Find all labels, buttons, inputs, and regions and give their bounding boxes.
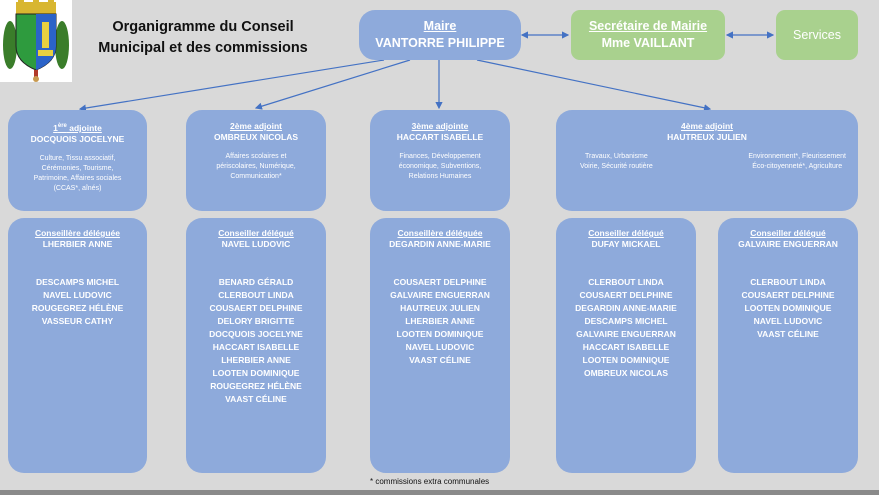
commission-member: ROUGEGREZ HÉLÈNE bbox=[210, 381, 302, 391]
commission-box-4[interactable]: Conseiller délégué DUFAY MICKAEL CLERBOU… bbox=[556, 218, 696, 473]
commission-member: LHERBIER ANNE bbox=[221, 355, 291, 365]
deputy-role: 4ème adjoint bbox=[681, 121, 733, 131]
commission-member: GALVAIRE ENGUERRAN bbox=[390, 290, 490, 300]
commission-member: COUSAERT DELPHINE bbox=[393, 277, 487, 287]
connector-mayor-deputy-2 bbox=[254, 59, 411, 110]
commission-members: CLERBOUT LINDA COUSAERT DELPHINE DEGARDIN … bbox=[556, 276, 696, 380]
services-box[interactable]: Services bbox=[776, 10, 858, 60]
deputy-box-1[interactable]: 1ère adjointe DOCQUOIS JOCELYNE Culture,… bbox=[8, 110, 147, 211]
deputy-role: 2ème adjoint bbox=[230, 121, 282, 131]
deputy-box-4[interactable]: 4ème adjoint HAUTREUX JULIEN Travaux, Ur… bbox=[556, 110, 858, 211]
commission-role: Conseillère déléguée bbox=[34, 228, 121, 238]
deputy-box-3[interactable]: 3ème adjointe HACCART ISABELLE Finances,… bbox=[370, 110, 510, 211]
commission-member: NAVEL LUDOVIC bbox=[43, 290, 112, 300]
deputy-name: DOCQUOIS JOCELYNE bbox=[30, 133, 125, 144]
commission-role: Conseiller délégué bbox=[588, 228, 664, 238]
connector-mayor-deputy-4 bbox=[476, 59, 712, 112]
commission-member: COUSAERT DELPHINE bbox=[209, 303, 303, 313]
commission-member: LOOTEN DOMINIQUE bbox=[396, 329, 484, 339]
title-line-1: Organigramme du Conseil bbox=[112, 19, 294, 35]
deputy-role: 3ème adjointe bbox=[411, 121, 469, 131]
secretary-name: Mme VAILLANT bbox=[601, 36, 695, 50]
commission-member: LOOTEN DOMINIQUE bbox=[582, 355, 670, 365]
commission-member: DELORY BRIGITTE bbox=[217, 316, 295, 326]
commission-lead: GALVAIRE ENGUERRAN bbox=[738, 239, 838, 249]
commission-role: Conseiller délégué bbox=[750, 228, 826, 238]
commission-member: HACCART ISABELLE bbox=[212, 342, 300, 352]
commission-member: DESCAMPS MICHEL bbox=[584, 316, 668, 326]
commission-member: CLERBOUT LINDA bbox=[588, 277, 664, 287]
commission-box-1[interactable]: Conseillère déléguée LHERBIER ANNE DESCA… bbox=[8, 218, 147, 473]
commission-lead: LHERBIER ANNE bbox=[42, 239, 113, 249]
commission-member: BENARD GÉRALD bbox=[218, 277, 294, 287]
commission-lead: DUFAY MICKAEL bbox=[591, 239, 661, 249]
secretary-box[interactable]: Secrétaire de Mairie Mme VAILLANT bbox=[571, 10, 725, 60]
footnote: * commissions extra communales bbox=[370, 477, 490, 486]
commission-member: DOCQUOIS JOCELYNE bbox=[209, 329, 303, 339]
deputy-role: 1ère adjointe bbox=[53, 122, 102, 133]
commission-member: VAAST CÉLINE bbox=[757, 329, 819, 339]
commission-member: CLERBOUT LINDA bbox=[750, 277, 826, 287]
commission-member: HACCART ISABELLE bbox=[582, 342, 670, 352]
commission-member: COUSAERT DELPHINE bbox=[741, 290, 835, 300]
commission-member: DESCAMPS MICHEL bbox=[35, 277, 120, 287]
commission-members: COUSAERT DELPHINE GALVAIRE ENGUERRAN HAUTR… bbox=[370, 276, 510, 367]
commission-member: GALVAIRE ENGUERRAN bbox=[576, 329, 676, 339]
commission-member: CLERBOUT LINDA bbox=[218, 290, 294, 300]
commission-member: OMBREUX NICOLAS bbox=[583, 368, 669, 378]
commission-member: LOOTEN DOMINIQUE bbox=[744, 303, 832, 313]
commission-member: VASSEUR CATHY bbox=[41, 316, 114, 326]
deputy-description: Culture, Tissu associatif,Cérémonies, To… bbox=[33, 154, 122, 192]
title-line-2: Municipal et des commissions bbox=[98, 40, 308, 56]
commission-member: VAAST CÉLINE bbox=[409, 355, 471, 365]
commission-member: HAUTREUX JULIEN bbox=[400, 303, 480, 313]
commission-box-3[interactable]: Conseillère déléguée DEGARDIN ANNE-MARIE… bbox=[370, 218, 510, 473]
secretary-role: Secrétaire de Mairie bbox=[588, 19, 708, 33]
commission-member: NAVEL LUDOVIC bbox=[405, 342, 475, 352]
commission-member: VAAST CÉLINE bbox=[225, 394, 287, 404]
commission-members: BENARD GÉRALD CLERBOUT LINDA COUSAERT DELP… bbox=[186, 276, 326, 406]
services-label: Services bbox=[793, 27, 841, 42]
commission-role: Conseiller délégué bbox=[218, 228, 294, 238]
commission-lead: DEGARDIN ANNE-MARIE bbox=[389, 239, 491, 249]
commission-member: COUSAERT DELPHINE bbox=[579, 290, 673, 300]
commission-role: Conseillère déléguée bbox=[397, 228, 483, 238]
mayor-box[interactable]: Maire VANTORRE PHILIPPE bbox=[359, 10, 521, 60]
commission-box-5[interactable]: Conseiller délégué GALVAIRE ENGUERRAN CL… bbox=[718, 218, 858, 473]
commission-members: CLERBOUT LINDA COUSAERT DELPHINE LOOTEN DO… bbox=[718, 276, 858, 341]
commission-member: NAVEL LUDOVIC bbox=[753, 316, 823, 326]
page-title: Organigramme du Conseil Municipal et des… bbox=[83, 17, 323, 59]
mayor-role: Maire bbox=[423, 19, 457, 33]
commission-box-2[interactable]: Conseiller délégué NAVEL LUDOVIC BENARD … bbox=[186, 218, 326, 473]
commission-member: LOOTEN DOMINIQUE bbox=[212, 368, 300, 378]
coat-of-arms-logo bbox=[0, 0, 72, 82]
deputy-name: OMBREUX NICOLAS bbox=[213, 132, 299, 142]
commission-member: DEGARDIN ANNE-MARIE bbox=[575, 303, 677, 313]
commission-members: DESCAMPS MICHEL NAVEL LUDOVIC ROUGEGREZ HÉ… bbox=[8, 276, 147, 328]
deputy-box-2[interactable]: 2ème adjoint OMBREUX NICOLAS Affaires sc… bbox=[186, 110, 326, 211]
commission-member: ROUGEGREZ HÉLÈNE bbox=[31, 303, 124, 313]
commission-member: LHERBIER ANNE bbox=[405, 316, 475, 326]
coat-of-arms-icon bbox=[3, 0, 69, 82]
deputy-name: HACCART ISABELLE bbox=[396, 132, 484, 142]
deputy-name: HAUTREUX JULIEN bbox=[667, 132, 747, 142]
commission-lead: NAVEL LUDOVIC bbox=[221, 239, 291, 249]
connector-mayor-deputy-1 bbox=[78, 59, 385, 112]
mayor-name: VANTORRE PHILIPPE bbox=[375, 36, 505, 50]
bottom-bar bbox=[0, 490, 879, 495]
